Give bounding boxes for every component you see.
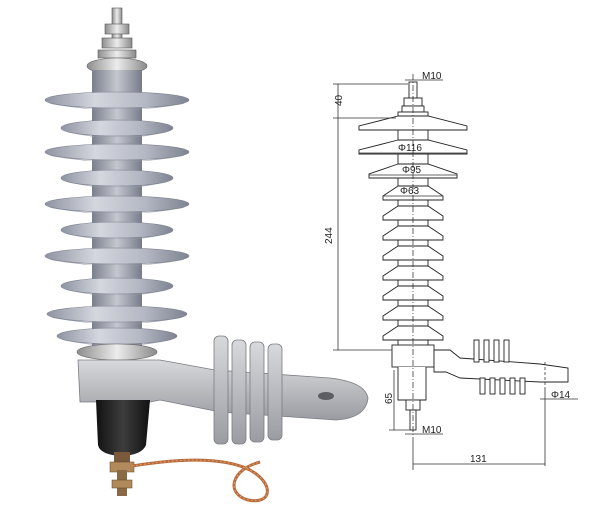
dim-shed-large: Φ116	[359, 143, 467, 154]
shed-underside-5	[45, 204, 189, 214]
shed-underside-10	[57, 336, 177, 346]
svg-text:65: 65	[384, 392, 395, 404]
drawing-shed-5	[382, 205, 444, 221]
bracket-fins	[213, 335, 283, 445]
shed-10	[56, 327, 178, 345]
drawing-bracket	[433, 339, 569, 395]
bracket-hole	[318, 392, 334, 400]
shed-3	[44, 143, 190, 161]
dim-body-height: 244	[324, 118, 392, 351]
technical-drawing: M10 40 Φ116 Φ95 Φ63 244	[324, 71, 578, 470]
dim-bracket-hole: Φ14	[540, 388, 578, 466]
shed-7	[44, 247, 190, 265]
shed-underside-2	[61, 128, 173, 138]
drawing-fins-bottom	[479, 377, 526, 395]
svg-text:131: 131	[470, 454, 487, 465]
svg-text:Φ63: Φ63	[400, 186, 420, 197]
drawing-shed-9	[382, 285, 444, 301]
shed-underside-6	[61, 230, 173, 240]
dim-top-thread: M10	[405, 71, 443, 82]
svg-text:244: 244	[324, 227, 335, 244]
arrester-photo	[44, 7, 369, 503]
svg-text:40: 40	[334, 94, 345, 106]
shed-2	[60, 119, 174, 137]
top-terminal-stud	[86, 7, 148, 75]
shed-underside-9	[47, 314, 187, 324]
insulating-base	[96, 400, 150, 456]
shed-5	[44, 195, 190, 213]
dim-bracket-length: 131	[412, 440, 545, 470]
svg-text:Φ14: Φ14	[551, 390, 571, 401]
ground-wire	[131, 458, 269, 503]
bottom-terminal-stud	[109, 452, 135, 496]
bottom-metal-ring	[76, 343, 158, 361]
shed-underside-8	[61, 286, 173, 296]
svg-text:Φ116: Φ116	[398, 143, 422, 154]
shed-1	[44, 91, 190, 109]
svg-text:M10: M10	[422, 71, 442, 82]
shed-8	[60, 277, 174, 295]
dim-bottom-height: 65	[384, 370, 410, 431]
polymer-sheds	[44, 91, 190, 346]
dim-bottom-thread: M10	[405, 425, 443, 436]
shed-9	[46, 305, 188, 323]
dim-shed-mid: Φ95	[369, 165, 457, 176]
shed-4	[60, 169, 174, 187]
shed-underside-1	[45, 100, 189, 110]
dim-top-height: 40	[333, 83, 408, 119]
shed-6	[60, 221, 174, 239]
dim-shed-small: Φ63	[383, 186, 443, 197]
drawing-shed-2	[358, 139, 468, 155]
svg-text:Φ95: Φ95	[402, 165, 422, 176]
mounting-bracket	[77, 335, 369, 445]
shed-underside-4	[61, 178, 173, 188]
svg-text:M10: M10	[422, 425, 442, 436]
drawing-fins-top	[473, 339, 510, 363]
shed-underside-3	[45, 152, 189, 162]
shed-underside-7	[45, 256, 189, 266]
